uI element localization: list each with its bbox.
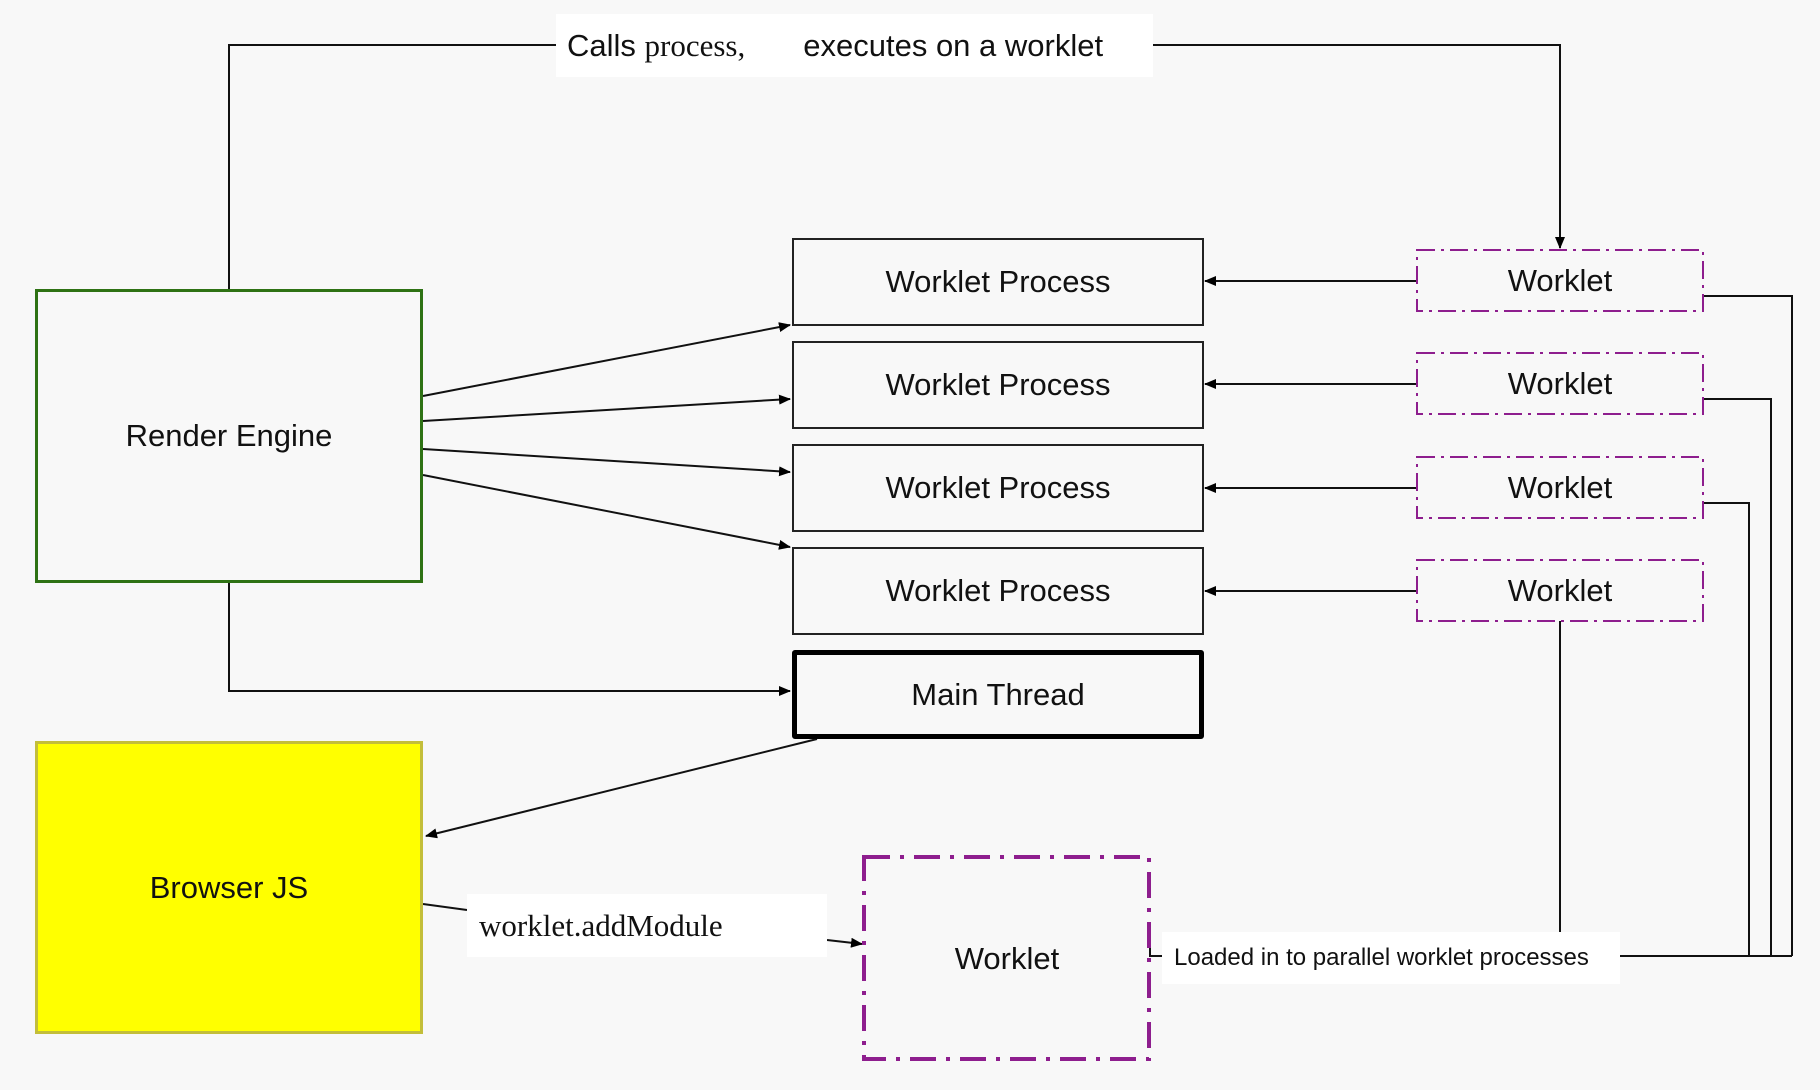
edge-loaded-to-worklet-2 [1703, 398, 1772, 956]
render-engine-node[interactable]: Render Engine [35, 289, 423, 583]
source-worklet-node[interactable]: Worklet [864, 857, 1150, 1060]
worklet-4-border [1416, 559, 1704, 622]
worklet-process-node-3[interactable]: Worklet Process [792, 444, 1204, 532]
worklet-label: Worklet [1507, 263, 1613, 298]
worklet-process-label: Worklet Process [885, 573, 1111, 608]
worklet-process-label: Worklet Process [885, 264, 1111, 299]
edge-render-engine-to-wp-4 [422, 474, 791, 550]
worklet-node-1[interactable]: Worklet [1417, 250, 1703, 312]
edge-loaded-to-worklet-3 [1703, 502, 1750, 956]
worklet-process-label: Worklet Process [885, 470, 1111, 505]
source-worklet-border [862, 855, 1151, 1061]
loaded-edge-label: Loaded in to parallel worklet processes [1162, 932, 1620, 984]
worklet-label: Worklet [1507, 573, 1613, 608]
source-worklet-label: Worklet [954, 940, 1060, 976]
edge-add-module-to-source-worklet [826, 937, 863, 948]
browser-js-node[interactable]: Browser JS [35, 741, 423, 1034]
calls-process-edge-label: Calls process, executes on a worklet [556, 14, 1153, 77]
worklet-process-node-1[interactable]: Worklet Process [792, 238, 1204, 326]
edge-render-engine-to-worklet-1 [228, 44, 556, 289]
worklet-process-node-4[interactable]: Worklet Process [792, 547, 1204, 635]
edge-render-engine-to-main-thread [228, 583, 791, 696]
edge-main-thread-to-browser-js [425, 738, 818, 839]
worklet-node-3[interactable]: Worklet [1417, 457, 1703, 519]
edge-render-engine-to-wp-2 [422, 394, 791, 422]
main-thread-label: Main Thread [911, 676, 1085, 712]
render-engine-label: Render Engine [125, 418, 333, 453]
worklet-node-2[interactable]: Worklet [1417, 353, 1703, 415]
browser-js-label: Browser JS [149, 869, 309, 905]
edge-render-engine-to-wp-3 [422, 448, 791, 477]
worklet-label: Worklet [1507, 366, 1613, 401]
edge-browser-js-to-add-module [422, 903, 468, 911]
edge-source-worklet-to-loaded-label [1149, 940, 1162, 957]
worklet-label: Worklet [1507, 470, 1613, 505]
worklet-node-4[interactable]: Worklet [1417, 560, 1703, 622]
edge-render-engine-to-wp-1 [422, 322, 791, 397]
worklet-3-border [1416, 456, 1704, 519]
edge-top-label-to-worklet-1 [1153, 44, 1565, 249]
calls-prefix: Calls [567, 27, 645, 63]
edge-loaded-to-worklet-1 [1703, 295, 1793, 956]
add-module-edge-label: worklet.addModule [467, 894, 827, 957]
worklet-1-border [1416, 249, 1704, 312]
process-code-text: process, [644, 27, 746, 63]
add-module-text: worklet.addModule [479, 907, 723, 943]
main-thread-node[interactable]: Main Thread [792, 650, 1204, 739]
worklet-process-node-2[interactable]: Worklet Process [792, 341, 1204, 429]
executes-text: executes on a worklet [803, 27, 1104, 63]
loaded-text: Loaded in to parallel worklet processes [1174, 944, 1589, 971]
worklet-process-label: Worklet Process [885, 367, 1111, 402]
worklet-2-border [1416, 352, 1704, 415]
